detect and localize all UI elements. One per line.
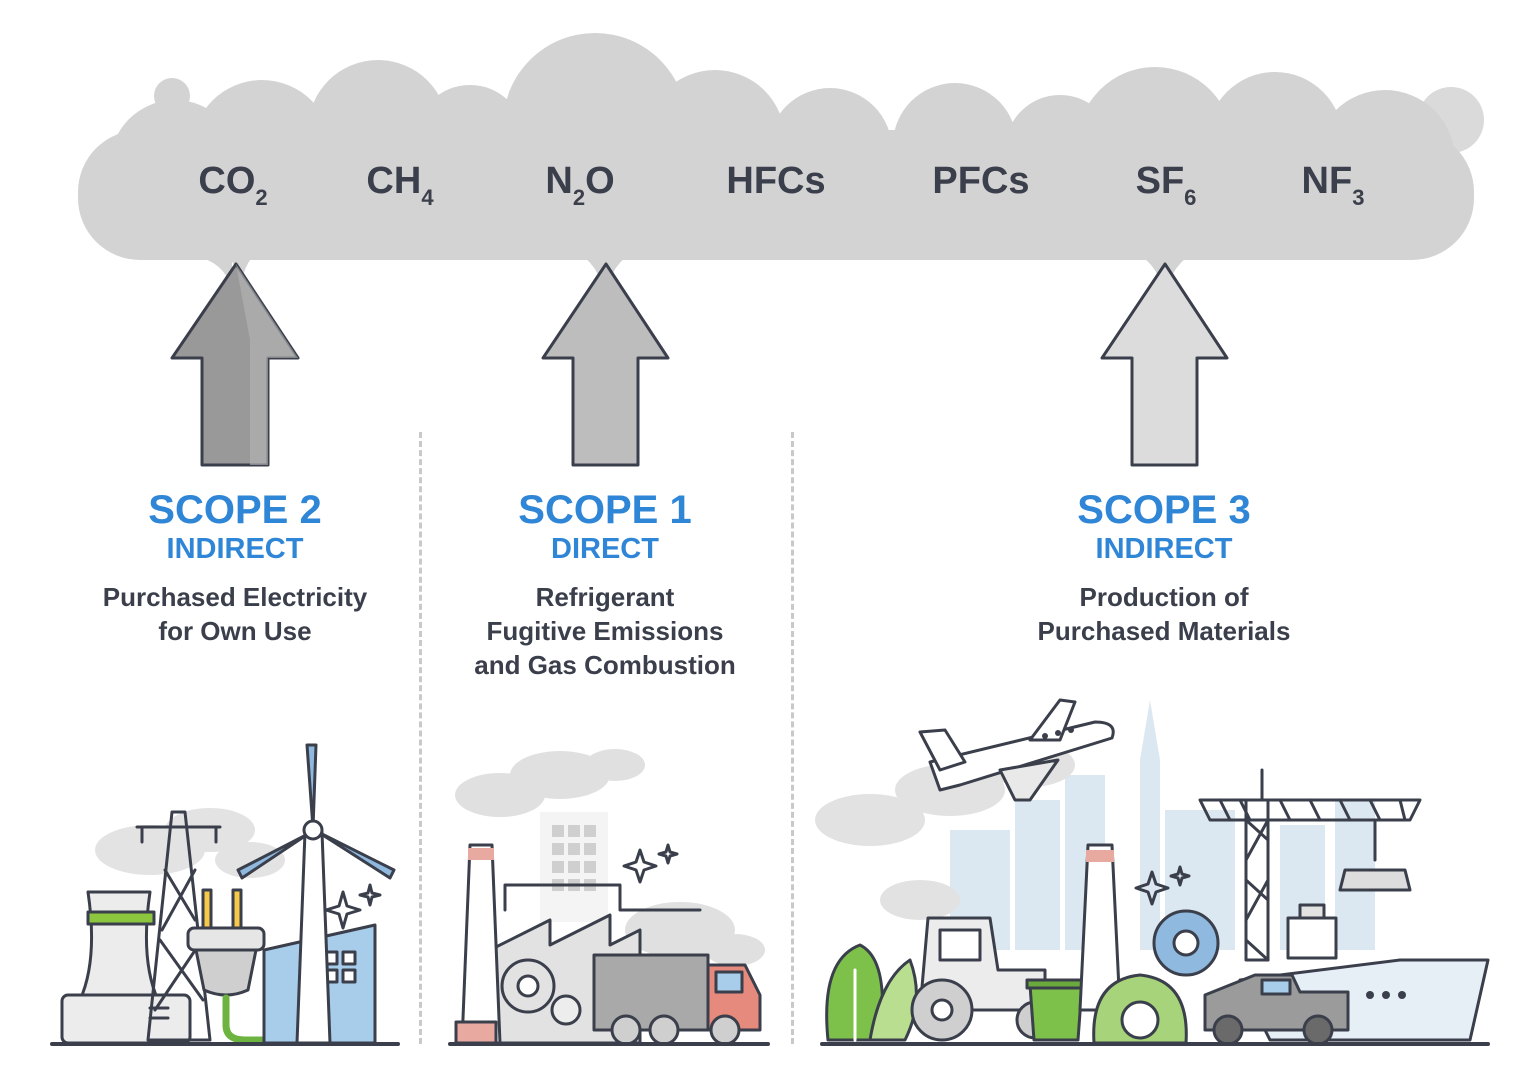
scope3-description: Production of Purchased Materials [1038, 580, 1291, 648]
scope2-title: SCOPE 2 [148, 488, 322, 532]
scope1-title: SCOPE 1 [518, 488, 692, 532]
pickup-truck-icon [1203, 973, 1350, 1046]
gas-label-hfcs: HFCs [726, 160, 825, 203]
gas-base: HFCs [726, 160, 826, 202]
scope1-type: DIRECT [551, 533, 659, 565]
description-line: and Gas Combustion [474, 650, 736, 680]
scope2-illustration [50, 743, 400, 1046]
gas-base: SF [1135, 160, 1185, 202]
description-line: for Own Use [158, 616, 312, 646]
sparkle-icon [324, 883, 382, 930]
gas-label-nf3: NF3 [1301, 160, 1365, 210]
description-line: Purchased Electricity [102, 582, 368, 612]
tractor-icon [910, 916, 1055, 1042]
scope1-block: SCOPE 1 DIRECT Refrigerant Fugitive Emis… [474, 488, 735, 682]
description-line: Refrigerant [535, 582, 675, 612]
scope1-illustration [448, 749, 770, 1046]
gas-base-suffix: O [585, 160, 615, 202]
gas-base: CO [198, 160, 256, 202]
gas-subscript: 3 [1352, 185, 1365, 210]
electric-plug-icon [186, 888, 304, 1044]
plant-icon [825, 943, 918, 1042]
scope1-description: Refrigerant Fugitive Emissions and Gas C… [474, 580, 735, 682]
gas-label-co2: CO2 [198, 160, 267, 210]
power-pylon-icon [135, 810, 222, 1042]
gear-icon [1092, 909, 1220, 1045]
gas-label-n2o: N2O [545, 160, 615, 210]
scope2-type: INDIRECT [166, 533, 304, 565]
gas-subscript: 2 [572, 185, 586, 210]
gas-label-ch4: CH4 [366, 160, 433, 210]
smoke-icon [455, 749, 765, 966]
gas-label-pfcs: PFCs [932, 160, 1029, 203]
gas-label-sf6: SF6 [1135, 160, 1197, 210]
truck-icon [592, 953, 762, 1046]
scope3-type: INDIRECT [1095, 533, 1233, 565]
scope3-block: SCOPE 3 INDIRECT Production of Purchased… [1038, 488, 1291, 648]
sparkle-icon [1134, 865, 1191, 906]
sparkle-icon [622, 843, 679, 884]
arrow-scope2 [170, 262, 300, 467]
gas-subscript: 4 [421, 185, 434, 210]
scope3-title: SCOPE 3 [1077, 488, 1251, 532]
construction-crane-icon [1198, 768, 1422, 962]
chimney-icon [454, 843, 502, 1045]
column-divider [419, 432, 422, 1044]
recycling-bin-icon [1025, 978, 1087, 1042]
arrow-scope1 [541, 262, 670, 467]
gas-subscript: 2 [255, 185, 268, 210]
airplane-icon [918, 698, 1115, 802]
gear-icon [500, 958, 582, 1026]
column-divider [791, 432, 794, 1044]
scope3-illustration [815, 698, 1490, 1046]
gas-base: N [545, 160, 573, 202]
wind-turbine-icon [236, 743, 396, 1045]
scope2-block: SCOPE 2 INDIRECT Purchased Electricity f… [103, 488, 367, 648]
scope2-description: Purchased Electricity for Own Use [103, 580, 367, 648]
gas-subscript: 6 [1184, 185, 1197, 210]
description-line: Production of [1079, 582, 1249, 612]
emissions-cloud [78, 33, 1484, 300]
gas-base: NF [1301, 160, 1353, 202]
description-line: Fugitive Emissions [486, 616, 724, 646]
gas-base: PFCs [932, 160, 1030, 202]
description-line: Purchased Materials [1037, 616, 1291, 646]
arrow-scope3 [1100, 262, 1229, 467]
gas-base: CH [366, 160, 422, 202]
